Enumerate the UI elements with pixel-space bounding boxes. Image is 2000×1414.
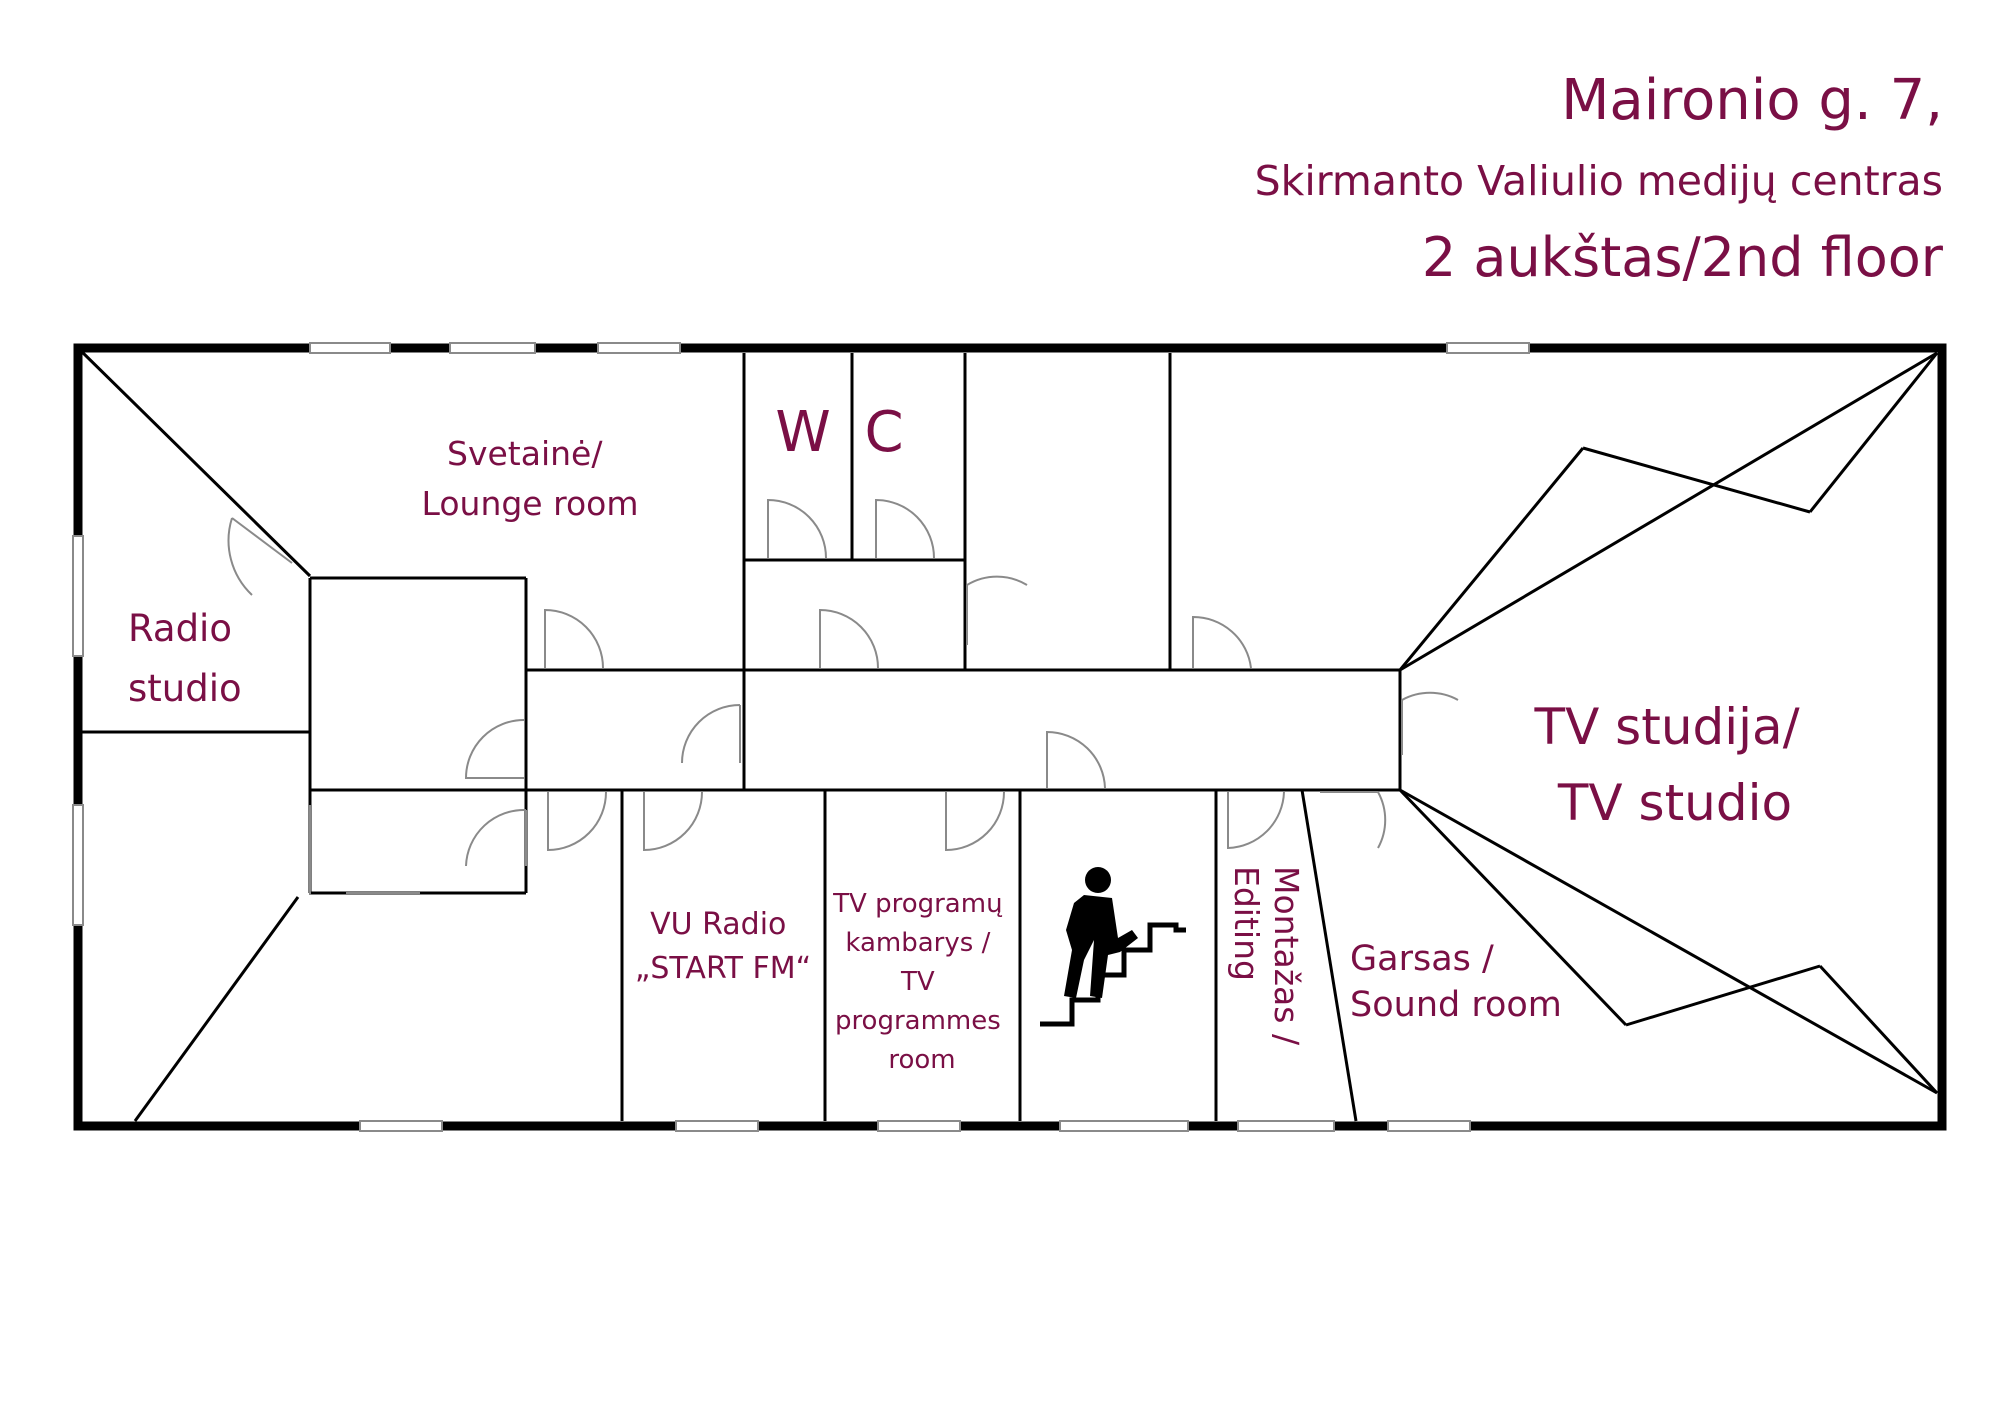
- room-label-radio-studio: Radio studio: [128, 607, 244, 710]
- room-label-tv-programmes: TV programų kambarys / TV programmes roo…: [832, 889, 1011, 1075]
- room-label-editing: Montažas / Editing: [1227, 866, 1306, 1056]
- floor-title: 2 aukštas/2nd floor: [1421, 226, 1943, 289]
- room-label-tv-studio: TV studija/ TV studio: [1534, 698, 1816, 832]
- room-label-sound: Garsas / Sound room: [1350, 939, 1562, 1025]
- room-label-lounge: Svetainė/ Lounge room: [422, 434, 639, 523]
- center-name: Skirmanto Valiulio medijų centras: [1254, 157, 1943, 205]
- windows: [72, 342, 1530, 1132]
- exterior-walls: [73, 343, 1947, 1131]
- address-title: Maironio g. 7,: [1561, 68, 1943, 133]
- doors: [227, 498, 1459, 895]
- person-climbing-stairs-icon: [1040, 867, 1186, 1027]
- room-label-vu-radio: VU Radio „START FM“: [635, 907, 811, 986]
- room-label-wc: W C: [775, 400, 903, 465]
- interior-walls: [76, 346, 1939, 1122]
